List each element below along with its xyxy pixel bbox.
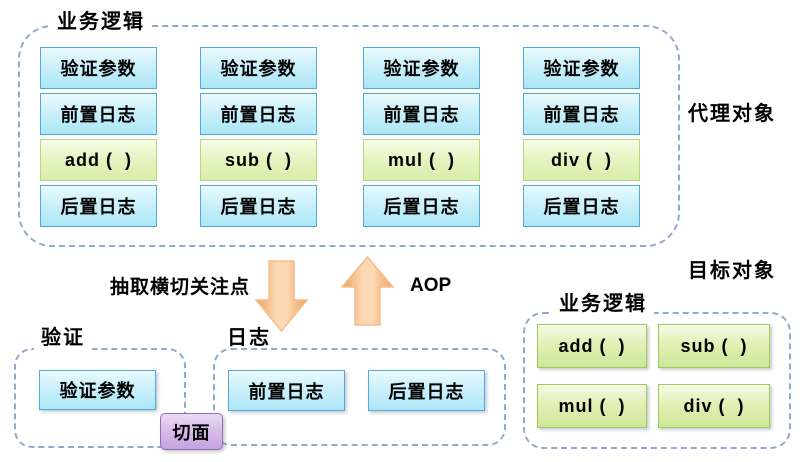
validate-params-box: 验证参数 <box>363 47 480 89</box>
pre-log-box: 前置日志 <box>363 93 480 135</box>
method-column-mul: 验证参数 前置日志 mul ( ) 后置日志 <box>363 47 480 227</box>
aop-arrow-up-icon <box>341 256 394 326</box>
target-group-label: 业务逻辑 <box>552 292 654 316</box>
validate-params-box: 验证参数 <box>523 47 640 89</box>
post-log-box: 后置日志 <box>368 370 485 411</box>
pre-log-box: 前置日志 <box>40 93 157 135</box>
method-box-add: add ( ) <box>537 324 647 368</box>
method-column-add: 验证参数 前置日志 add ( ) 后置日志 <box>40 47 157 227</box>
method-box-div: div ( ) <box>658 384 770 428</box>
method-column-div: 验证参数 前置日志 div ( ) 后置日志 <box>523 47 640 227</box>
pre-log-box: 前置日志 <box>200 93 317 135</box>
proxy-object-label: 代理对象 <box>688 103 776 125</box>
method-box-sub: sub ( ) <box>200 139 317 181</box>
method-box-div: div ( ) <box>523 139 640 181</box>
aop-label: AOP <box>410 275 452 296</box>
post-log-box: 后置日志 <box>200 185 317 227</box>
validate-params-box: 验证参数 <box>200 47 317 89</box>
post-log-box: 后置日志 <box>523 185 640 227</box>
target-group-border <box>523 312 791 449</box>
validation-group-border <box>14 348 186 448</box>
extract-arrow-down-icon <box>255 260 308 332</box>
pre-log-box: 前置日志 <box>523 93 640 135</box>
method-column-sub: 验证参数 前置日志 sub ( ) 后置日志 <box>200 47 317 227</box>
post-log-box: 后置日志 <box>363 185 480 227</box>
extract-crosscut-label: 抽取横切关注点 <box>110 277 251 298</box>
log-group-label: 日志 <box>227 327 271 349</box>
aspect-box: 切面 <box>160 413 223 450</box>
method-box-mul: mul ( ) <box>363 139 480 181</box>
method-box-sub: sub ( ) <box>658 324 770 368</box>
validate-params-box: 验证参数 <box>39 370 156 410</box>
validate-params-box: 验证参数 <box>40 47 157 89</box>
method-box-mul: mul ( ) <box>537 384 647 428</box>
log-group-border <box>213 348 506 446</box>
target-object-label: 目标对象 <box>688 260 776 282</box>
proxy-group-label: 业务逻辑 <box>50 10 152 34</box>
method-box-add: add ( ) <box>40 139 157 181</box>
pre-log-box: 前置日志 <box>228 370 345 411</box>
validation-group-label: 验证 <box>34 326 92 350</box>
proxy-group-border <box>18 25 680 247</box>
post-log-box: 后置日志 <box>40 185 157 227</box>
